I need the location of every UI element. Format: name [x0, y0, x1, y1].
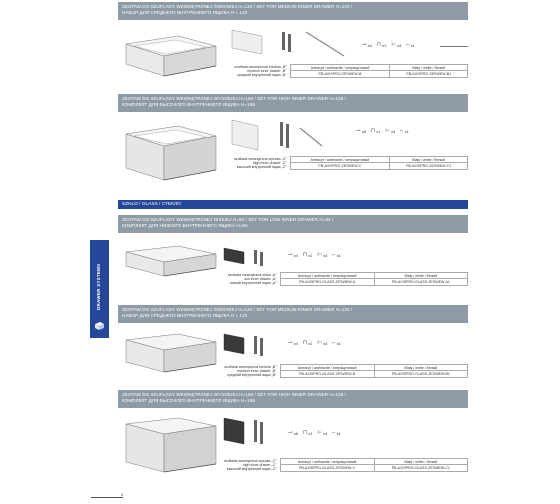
bracket-icon: ⊓: [302, 340, 308, 346]
drawer-illustration: [125, 333, 217, 373]
parts-illustration: [231, 29, 345, 57]
hardware-icons: ⊸x4 ⊓x1 ⊢x4 ⌐x1: [362, 42, 415, 48]
hardware-icons: ⊸x8 ⊓x1 ⊢x4 ⌐x1: [356, 128, 409, 134]
clip-icon: ⌐: [332, 430, 336, 436]
connector-icon: ⊢: [317, 252, 323, 258]
product-table: szuflada wewnętrzna niska „A” low inner …: [220, 271, 469, 286]
product-table: szuflada wewnętrzna średnia „B” medium i…: [230, 63, 468, 78]
connector-icon: ⊢: [317, 430, 323, 436]
section-header: ZESTAW DO SZUFLADY WEWNĘTRZNEJ NISKIEJ H…: [118, 215, 468, 233]
drawer-illustration: [125, 245, 217, 277]
bracket-icon: ⊓: [370, 128, 376, 134]
side-tab-label: DRAWER SYSTEMS: [96, 263, 101, 310]
parts-illustration: [231, 119, 323, 151]
section-header: ZESTAW DO SZUFLADY WEWNĘTRZNEJ WYSOKIEJ …: [118, 94, 468, 112]
screw-icon: ⊸: [362, 42, 367, 48]
clip-icon: ⌐: [332, 340, 336, 346]
code-white: PB-AXISPRO-ZESWEW-B1: [389, 70, 468, 78]
section-title-line2: НАБОР ДЛЯ СРЕДНЕГО ВНУТРЕННЕГО ЯЩИКА H =…: [122, 9, 248, 15]
divider: [440, 46, 468, 47]
hardware-icons: ⊸x4 ⊓x1 ⊢x4 ⌐x1: [288, 340, 341, 346]
parts-illustration: [223, 417, 263, 445]
product-table: szuflada wewnętrzna wysoka „C” high inne…: [220, 457, 469, 472]
parts-illustration: [223, 247, 263, 266]
bracket-icon: ⊓: [302, 430, 308, 436]
product-table: szuflada wewnętrzna średnia „B” medium i…: [220, 363, 469, 378]
hardware-icons: ⊸x8 ⊓x1 ⊢x4 ⌐x1: [288, 430, 341, 436]
screw-icon: ⊸: [288, 430, 293, 436]
drawer-illustration: [125, 35, 217, 77]
connector-icon: ⊢: [317, 340, 323, 346]
hardware-icons: ⊸x4 ⊓x1 ⊢x4 ⌐x1: [288, 252, 341, 258]
glass-band: SZKŁO / GLASS / СТЕКЛО: [118, 200, 468, 209]
screw-icon: ⊸: [288, 252, 293, 258]
connector-icon: ⊢: [391, 42, 397, 48]
drawer-illustration: [125, 125, 217, 181]
product-table: szuflada wewnętrzna wysoka „C” high inne…: [230, 155, 468, 170]
bracket-icon: ⊓: [302, 252, 308, 258]
drawer-icon: [95, 322, 104, 330]
section-header: ZESTAW DO SZUFLADY WEWNĘTRZNEJ ŚREDNIEJ …: [118, 2, 468, 20]
clip-icon: ⌐: [332, 252, 336, 258]
parts-illustration: [223, 333, 263, 356]
connector-icon: ⊢: [385, 128, 391, 134]
section-header: ZESTAW DO SZUFLADY WEWNĘTRZNEJ WYSOKIEJ …: [118, 390, 468, 408]
drawer-illustration: [125, 417, 217, 473]
clip-icon: ⌐: [400, 128, 404, 134]
screw-icon: ⊸: [356, 128, 361, 134]
screw-icon: ⊸: [288, 340, 293, 346]
page-number: 2: [91, 492, 123, 498]
section-header: ZESTAW DO SZUFLADY WEWNĘTRZNEJ ŚREDNIEJ …: [118, 305, 468, 323]
code-anthracite: PB-AXISPRO-ZESWEW-B: [289, 70, 391, 78]
bracket-icon: ⊓: [376, 42, 382, 48]
section-title-line1: ZESTAW DO SZUFLADY WEWNĘTRZNEJ ŚREDNIEJ …: [122, 4, 353, 9]
side-tab: DRAWER SYSTEMS: [90, 240, 109, 338]
clip-icon: ⌐: [406, 42, 410, 48]
